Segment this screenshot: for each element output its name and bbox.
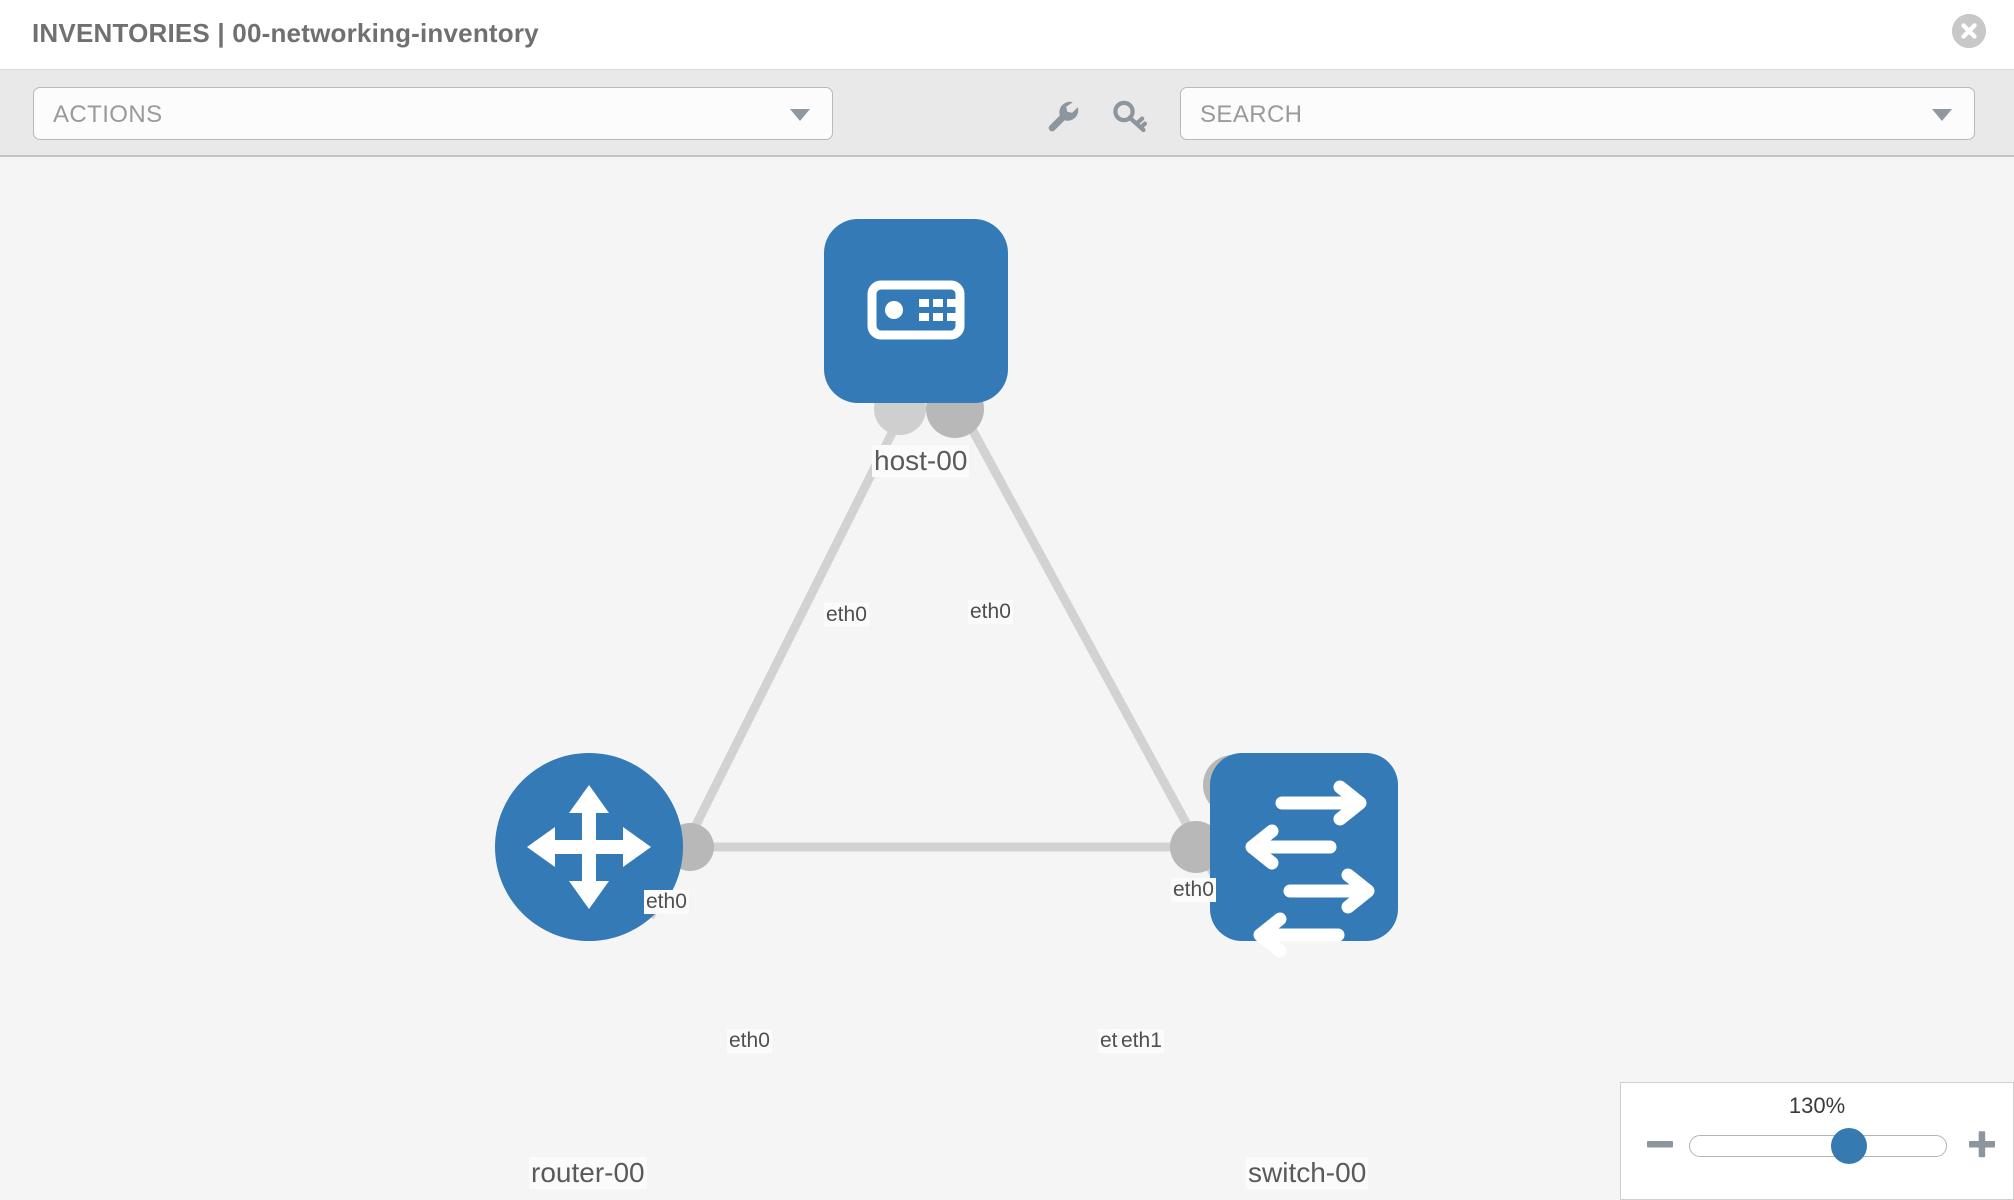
search-input[interactable]: SEARCH bbox=[1180, 87, 1975, 140]
iface-label-router00-eth0: eth0 bbox=[727, 1029, 772, 1054]
topology-canvas[interactable]: host-00 router-00 switch-00 eth0 eth0 et… bbox=[0, 157, 2014, 1200]
node-router-00[interactable] bbox=[495, 753, 683, 941]
node-host-00[interactable] bbox=[824, 219, 1008, 403]
iface-label-host00-eth0-right: eth0 bbox=[968, 600, 1013, 625]
zoom-slider-track[interactable] bbox=[1689, 1135, 1947, 1157]
actions-dropdown-label: ACTIONS bbox=[53, 101, 163, 128]
endpoint-switch00-eth1[interactable] bbox=[1170, 821, 1222, 873]
zoom-control: 130% bbox=[1620, 1082, 2014, 1200]
page-title: INVENTORIES | 00-networking-inventory bbox=[32, 18, 539, 48]
wrench-icon[interactable] bbox=[1043, 96, 1083, 136]
actions-dropdown[interactable]: ACTIONS bbox=[33, 87, 833, 140]
iface-label-switch00-eth0-uplink: eth0 bbox=[1171, 878, 1216, 903]
iface-label-switch00-eth1: eth1 bbox=[1119, 1029, 1164, 1054]
zoom-out-button[interactable] bbox=[1643, 1127, 1677, 1161]
zoom-level-label: 130% bbox=[1788, 1093, 1846, 1118]
key-icon[interactable] bbox=[1110, 96, 1150, 136]
node-label-router-00: router-00 bbox=[529, 1157, 647, 1190]
node-label-host-00: host-00 bbox=[872, 445, 970, 478]
iface-label-host00-eth0-left: eth0 bbox=[824, 603, 869, 628]
search-placeholder: SEARCH bbox=[1200, 101, 1303, 128]
zoom-in-button[interactable] bbox=[1965, 1127, 1999, 1161]
close-icon[interactable] bbox=[1952, 14, 1986, 48]
chevron-down-icon bbox=[790, 109, 810, 121]
chevron-down-icon bbox=[1932, 109, 1952, 121]
topology-graph bbox=[495, 219, 1398, 958]
iface-label-router00-eth0-uplink: eth0 bbox=[644, 890, 689, 915]
link-host00-switch00[interactable] bbox=[956, 404, 1226, 892]
zoom-slider-thumb[interactable] bbox=[1831, 1128, 1868, 1164]
node-label-switch-00: switch-00 bbox=[1246, 1157, 1369, 1190]
toolbar: ACTIONS SEARCH bbox=[0, 70, 2014, 157]
page-header: INVENTORIES | 00-networking-inventory bbox=[0, 0, 2014, 70]
node-switch-00[interactable] bbox=[1210, 753, 1398, 958]
